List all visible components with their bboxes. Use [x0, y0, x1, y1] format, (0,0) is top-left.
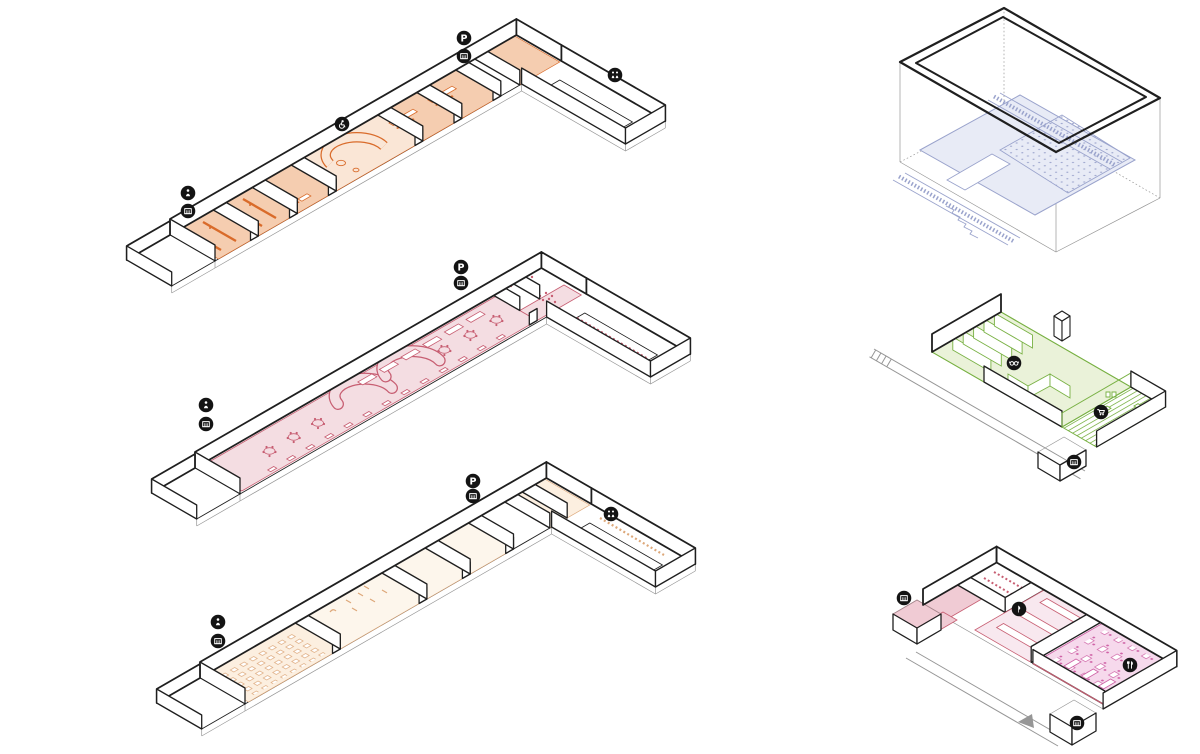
truss-beam-lower: [892, 172, 1021, 246]
direction-arrow: [1018, 714, 1034, 728]
building-entrance-badge: [1066, 454, 1082, 470]
parking-label: P: [461, 33, 468, 44]
slab-edges: [201, 527, 696, 737]
truss-beam-upper: [987, 92, 1123, 170]
parking-label: P: [470, 476, 477, 487]
stepped-seating-dots: [1000, 115, 1130, 193]
kitchen-badge: [1011, 601, 1027, 617]
building-entrance-badge: [453, 275, 469, 291]
building-entrance-badge: [456, 48, 472, 64]
walls: [931, 293, 1167, 448]
amenity-badges: P P P: [180, 30, 1138, 731]
shop-badge: [1093, 404, 1109, 420]
perimeter-walls: [199, 461, 593, 705]
kitchen: [974, 589, 1102, 664]
annex-room: [150, 453, 241, 520]
exhibition-level-axonometric: [869, 293, 1167, 482]
lift-shaft: [1053, 310, 1071, 342]
wheelchair-access-badge: [334, 116, 350, 132]
stool-row: [266, 334, 507, 473]
sloped-wedge: [946, 153, 1011, 191]
wing-walls: [520, 44, 667, 145]
partition-walls: [294, 476, 568, 650]
level-0-axonometric-plan: [155, 461, 697, 737]
level-2-axonometric-plan: [125, 18, 667, 294]
building-entrance-badge: [180, 203, 196, 219]
building-entrance-badge: [465, 488, 481, 504]
staircase: [945, 205, 979, 239]
cafe-level-axonometric: [892, 545, 1178, 747]
parking-badge: P: [456, 30, 472, 46]
slab-edges: [171, 84, 666, 294]
interior-hall: [892, 92, 1137, 246]
display-fins: [952, 312, 1071, 399]
bench-row: [357, 310, 486, 386]
building-entrance-badge: [1069, 715, 1085, 731]
hall-volume-axonometric: [892, 6, 1162, 253]
parking-badge: P: [465, 473, 481, 489]
building-entrance-badge: [210, 633, 226, 649]
shop-floor-hatch: [1062, 387, 1166, 447]
partition-walls: [212, 43, 521, 237]
wing-walls: [550, 487, 697, 588]
perimeter-walls: [922, 545, 1178, 710]
building-entrance-badge: [896, 590, 912, 606]
lounge-furniture: [262, 275, 557, 473]
person-entrance-badge: [180, 185, 196, 201]
wing-walls: [545, 277, 692, 378]
restaurant-badge: [1122, 657, 1138, 673]
person-entrance-badge: [210, 614, 226, 630]
restroom-badge: [607, 67, 623, 83]
parking-badge: P: [453, 259, 469, 275]
annex-room: [125, 220, 216, 287]
level-1-axonometric-plan: [150, 251, 692, 527]
restroom-badge: [603, 506, 619, 522]
annex-box: [1049, 699, 1097, 746]
exhibition-viewing-badge: [1006, 355, 1022, 371]
auditorium-seats: [215, 632, 329, 697]
annex-room: [155, 663, 246, 730]
parking-label: P: [458, 262, 465, 273]
scatter-marks: [329, 585, 388, 613]
roof-frame: [898, 6, 1162, 154]
building-entrance-badge: [198, 416, 214, 432]
slab-edges: [196, 317, 691, 527]
walkway: [905, 651, 1069, 747]
person-entrance-badge: [198, 397, 214, 413]
